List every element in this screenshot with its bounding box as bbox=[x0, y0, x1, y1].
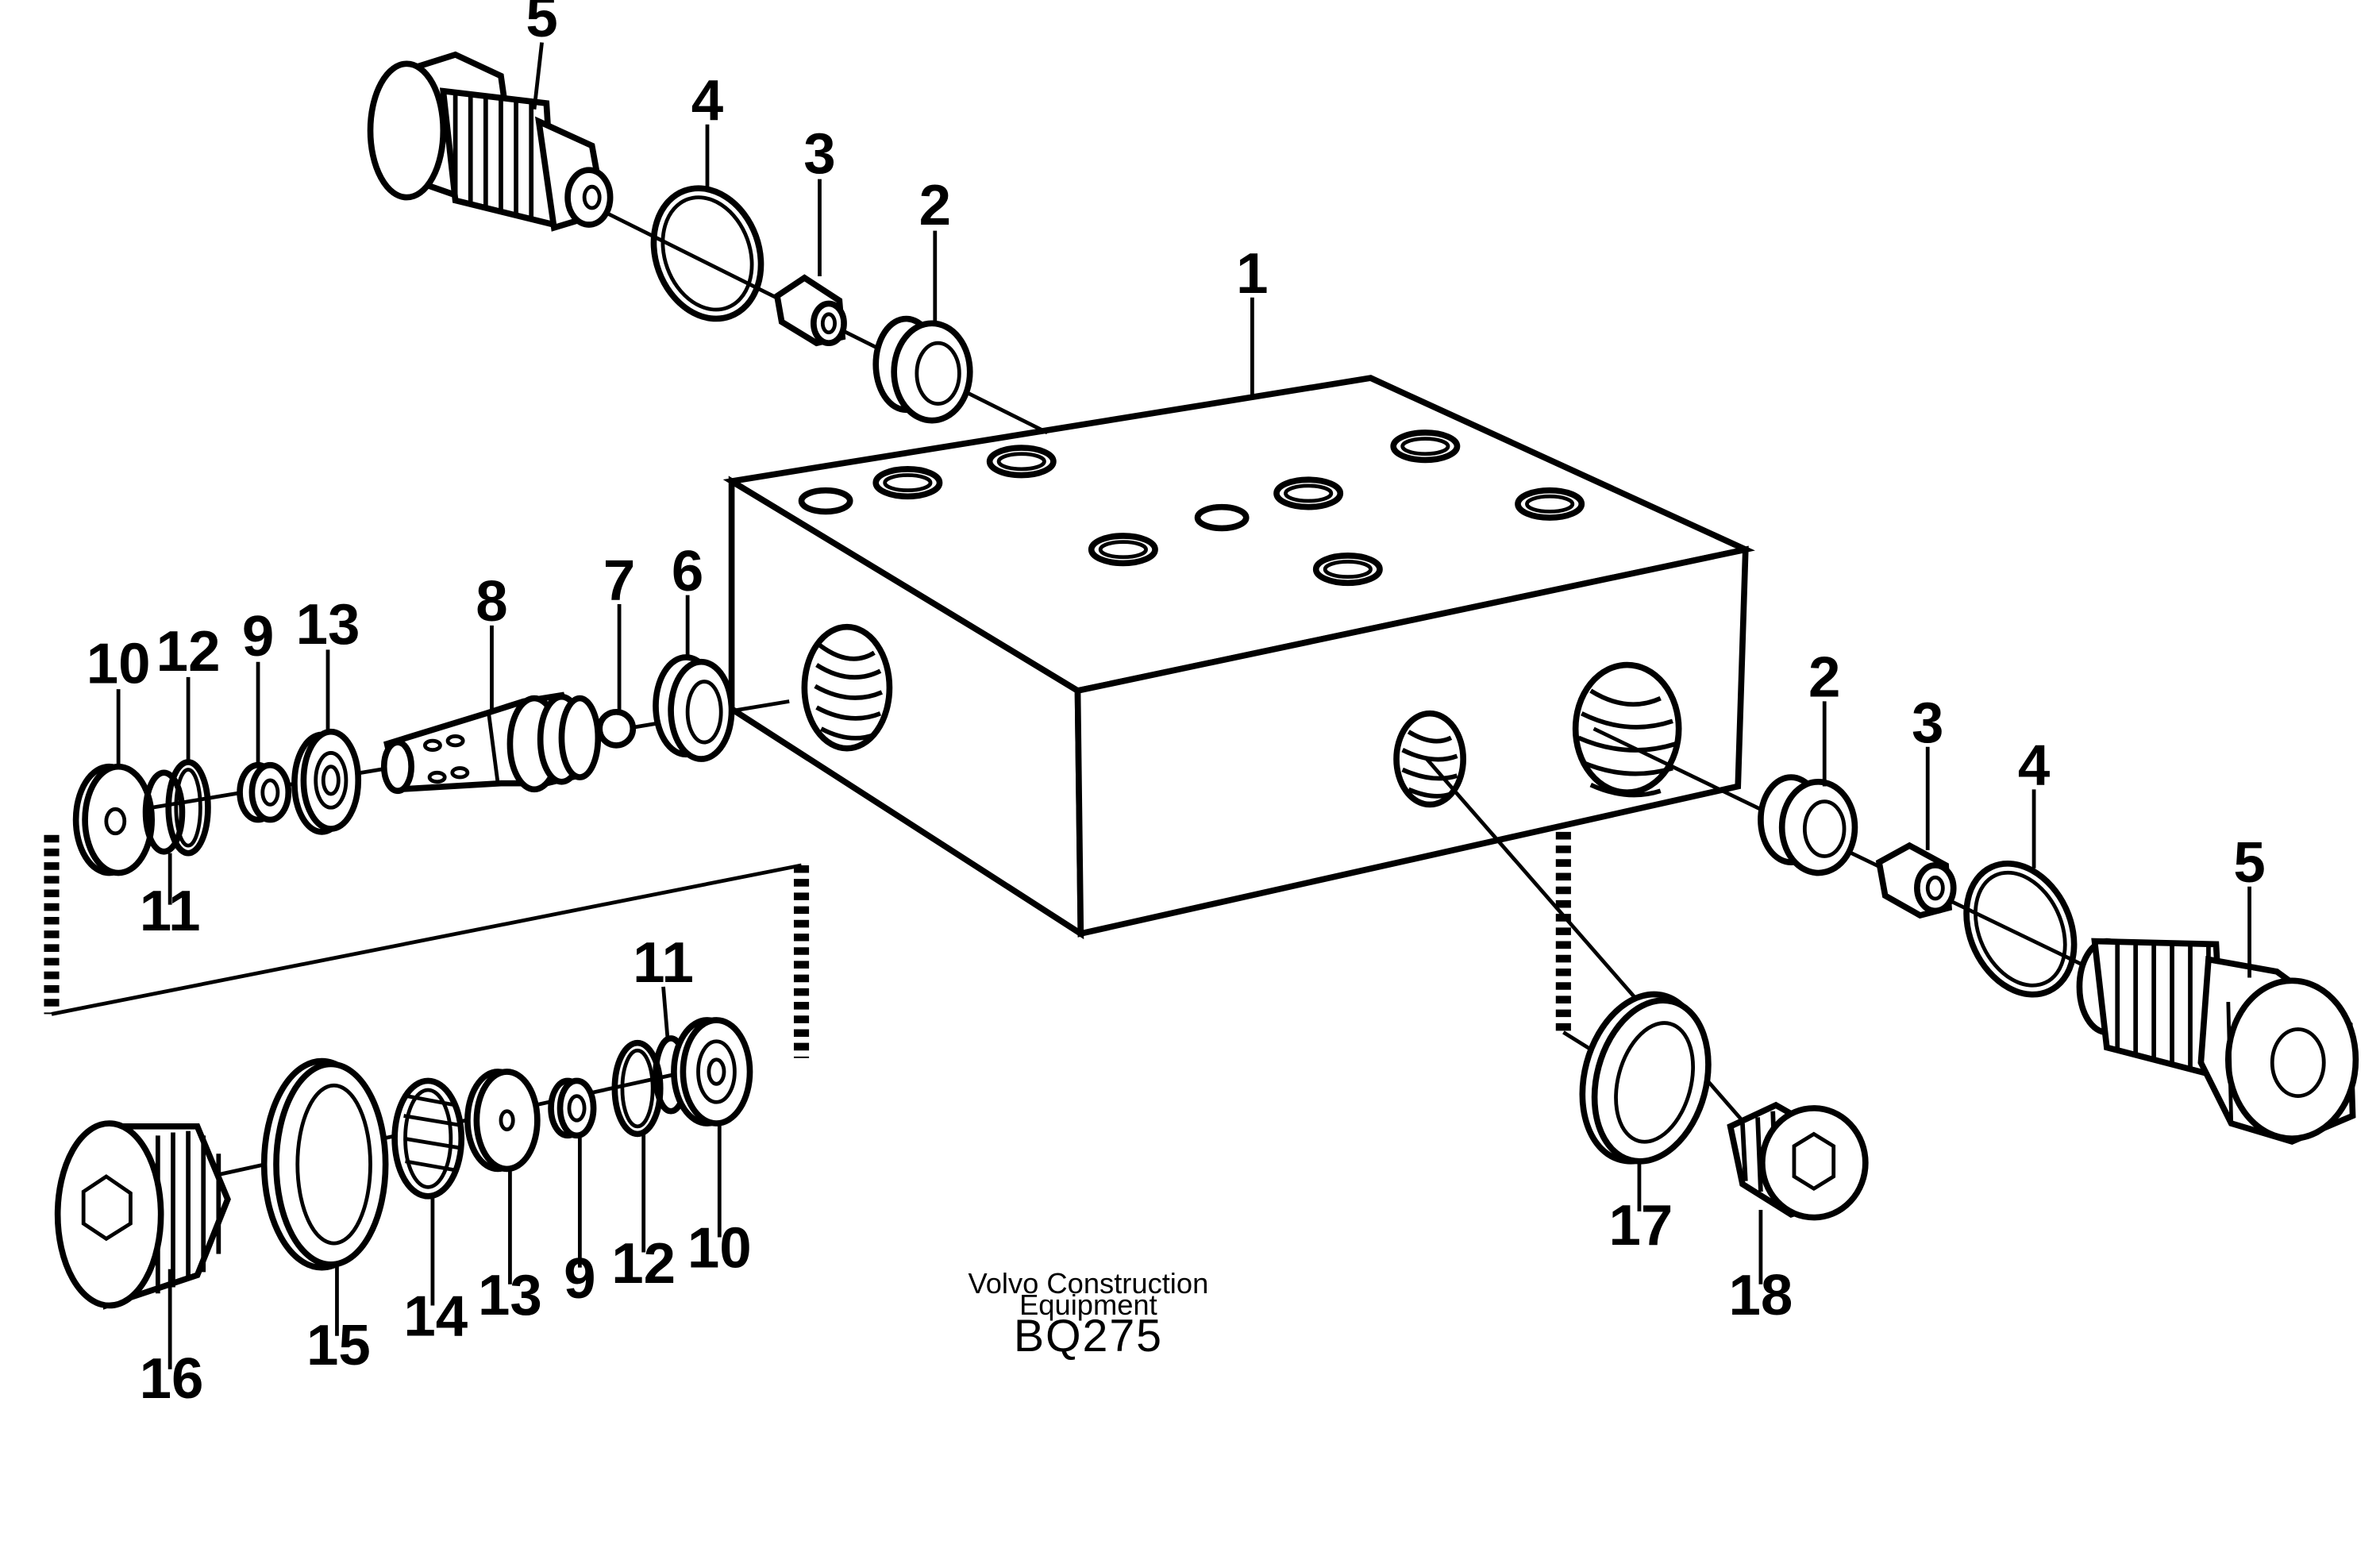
block-side-bores bbox=[1393, 661, 1682, 808]
ball-7 bbox=[596, 708, 637, 749]
spool-8 bbox=[380, 691, 602, 795]
gasket-17 bbox=[1579, 991, 1712, 1165]
label-gasket-15: 15 bbox=[306, 1313, 371, 1377]
label-gasket-17: 17 bbox=[1608, 1193, 1673, 1258]
ring-14 bbox=[391, 1077, 465, 1200]
valve-block bbox=[722, 375, 1755, 940]
label-ring-6: 6 bbox=[672, 539, 703, 603]
seat-13-upper bbox=[291, 728, 362, 835]
label-seat-13-lower: 13 bbox=[478, 1263, 542, 1327]
label-oring-11-lower: 11 bbox=[633, 930, 694, 995]
label-washer-10-lower: 10 bbox=[687, 1216, 752, 1281]
label-seat-2-top: 2 bbox=[919, 173, 951, 237]
bush-9-lower bbox=[548, 1077, 597, 1139]
label-plug-5-top: 5 bbox=[526, 0, 557, 49]
label-plug-18: 18 bbox=[1729, 1263, 1793, 1327]
label-plug-16: 16 bbox=[140, 1346, 204, 1411]
label-poppet-3-top: 3 bbox=[803, 121, 835, 186]
label-bush-9-upper: 9 bbox=[242, 604, 274, 668]
label-seat-2-right: 2 bbox=[1808, 645, 1840, 710]
block-front-bore bbox=[801, 623, 893, 752]
label-spool-8: 8 bbox=[476, 569, 507, 634]
oring-12-upper bbox=[165, 759, 211, 857]
plug-18 bbox=[1727, 1101, 1869, 1221]
label-block-1: 1 bbox=[1236, 241, 1268, 306]
caption-line-2: Equipment bbox=[1019, 1288, 1157, 1321]
plug-16 bbox=[54, 1120, 231, 1310]
label-poppet-3-right: 3 bbox=[1912, 691, 1943, 755]
ring-6 bbox=[653, 654, 735, 762]
seat-13-lower bbox=[464, 1069, 541, 1173]
label-plug-5-right: 5 bbox=[2233, 830, 2265, 895]
seat-2-top bbox=[872, 315, 973, 424]
poppet-3-top bbox=[773, 274, 847, 347]
block-top-ports bbox=[798, 429, 1585, 587]
plug-5-top bbox=[367, 51, 614, 232]
oring-4-top bbox=[650, 185, 764, 322]
diagram-code: BQ275 bbox=[1014, 1311, 1163, 1362]
bush-9-upper bbox=[237, 761, 292, 823]
seat-2-right bbox=[1758, 774, 1858, 876]
label-seat-13-upper: 13 bbox=[296, 592, 360, 657]
label-oring-12-upper: 12 bbox=[156, 619, 221, 684]
label-ball-7: 7 bbox=[603, 548, 635, 612]
label-ring-14: 14 bbox=[403, 1284, 468, 1349]
label-oring-4-top: 4 bbox=[691, 68, 724, 133]
poppet-3-right bbox=[1875, 842, 1957, 919]
part-labels: 1 5 4 3 2 2 3 4 5 6 7 8 13 9 12 10 11 11… bbox=[87, 0, 2266, 1411]
label-bush-9-lower: 9 bbox=[564, 1246, 595, 1311]
oring-4-right bbox=[1963, 861, 2078, 998]
diagram-caption: Volvo Construction Equipment BQ275 bbox=[969, 1267, 1209, 1362]
label-backup-11-upper: 11 bbox=[140, 879, 201, 943]
label-washer-10-upper: 10 bbox=[87, 631, 151, 695]
washer-10-upper bbox=[72, 763, 156, 876]
leader-lines bbox=[116, 42, 2251, 1369]
washer-10-lower bbox=[671, 1017, 753, 1127]
label-oring-4-right: 4 bbox=[2018, 734, 2051, 798]
plug-5-right bbox=[2076, 938, 2359, 1146]
label-oring-12-lower: 12 bbox=[611, 1231, 676, 1296]
backup-11-upper bbox=[142, 769, 186, 855]
caption-line-1: Volvo Construction bbox=[969, 1267, 1209, 1300]
gasket-15 bbox=[260, 1057, 389, 1271]
oring-12-lower bbox=[611, 1039, 664, 1138]
